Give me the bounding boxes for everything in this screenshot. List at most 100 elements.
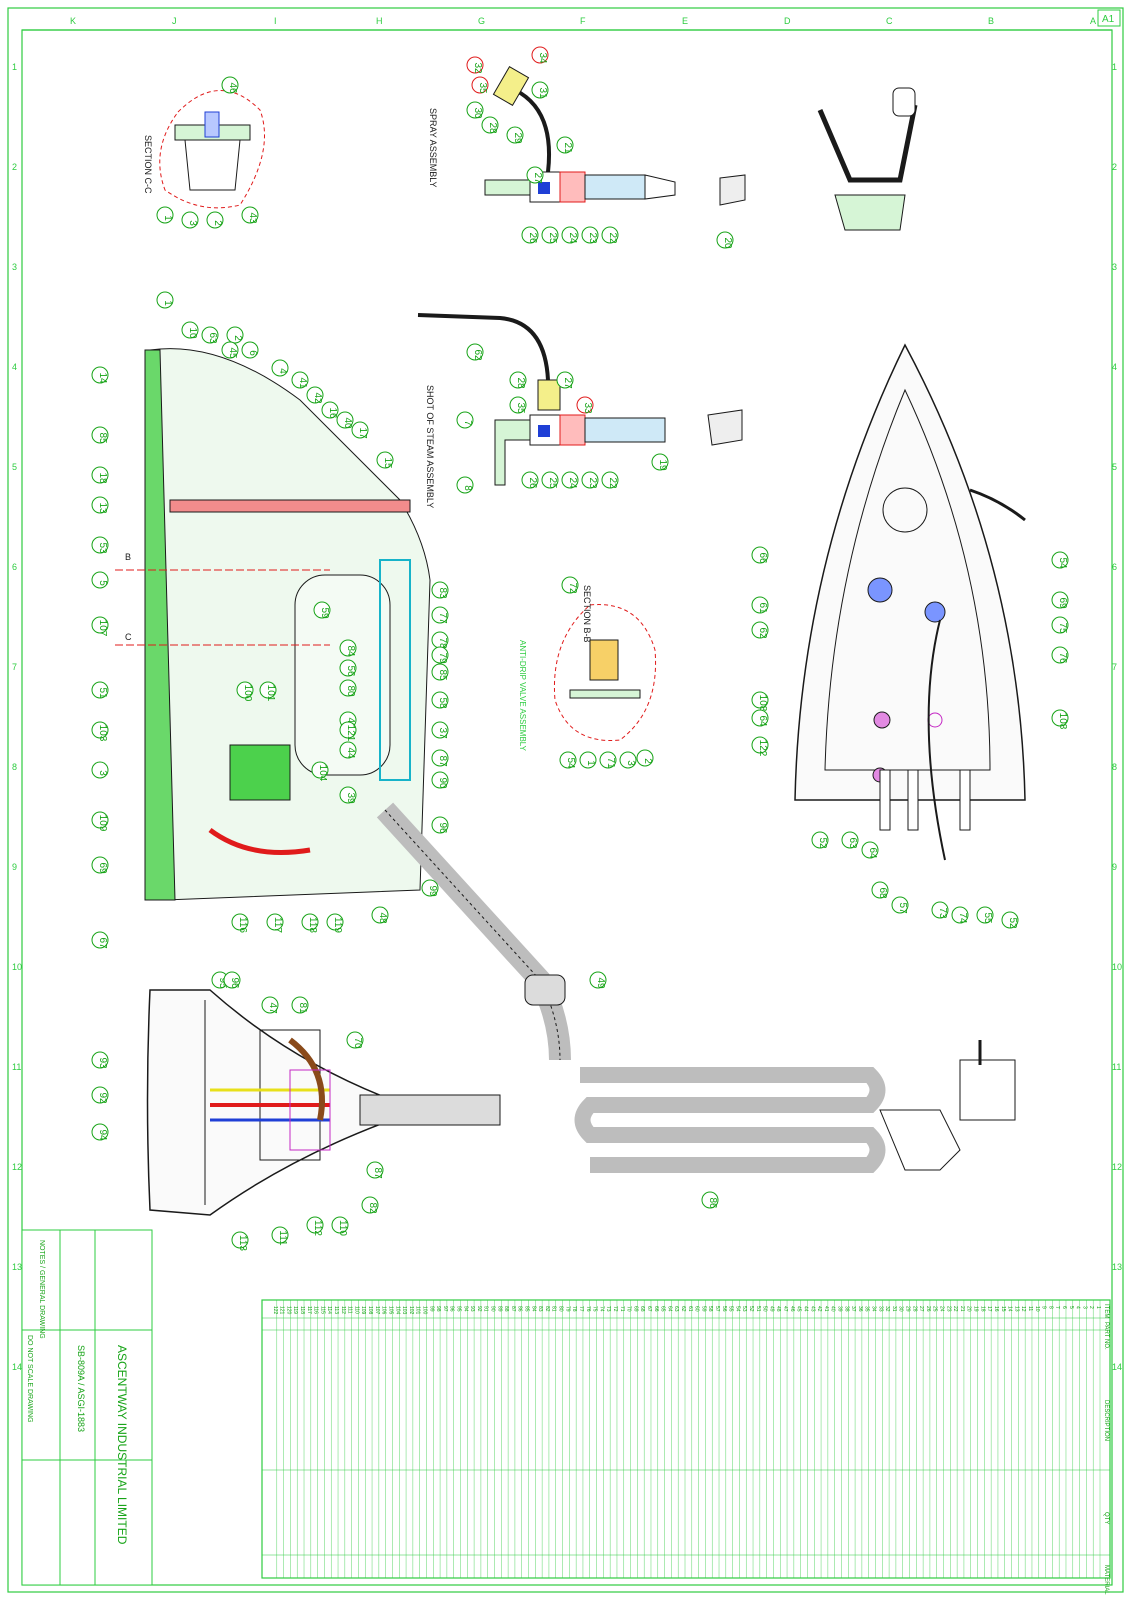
- svg-text:100: 100: [242, 685, 253, 702]
- callout-side_left-4: 4: [271, 359, 289, 377]
- parts-table-rows: 1234567891011121314151617181920212223242…: [262, 1300, 1110, 1578]
- parts-row-29: 29: [905, 1306, 911, 1312]
- callout-rear-113: 113: [231, 1231, 249, 1251]
- callout-shot-33: 33: [576, 396, 594, 414]
- callout-section_cc-1: 1: [156, 206, 174, 224]
- svg-text:62: 62: [757, 627, 768, 639]
- parts-row-37: 37: [850, 1306, 856, 1312]
- parts-row-120: 120: [285, 1306, 291, 1315]
- parts-row-85: 85: [524, 1306, 530, 1312]
- parts-row-14: 14: [1007, 1306, 1013, 1312]
- callout-sole-66: 66: [751, 546, 769, 564]
- parts-row-97: 97: [442, 1306, 448, 1312]
- frame-row-right-3: 3: [1112, 262, 1117, 272]
- parts-row-65: 65: [660, 1306, 666, 1312]
- callout-side_left-14: 14: [91, 366, 109, 384]
- parts-row-121: 121: [279, 1306, 285, 1315]
- parts-row-84: 84: [530, 1306, 536, 1312]
- parts-row-15: 15: [1000, 1306, 1006, 1312]
- svg-text:21: 21: [562, 142, 573, 154]
- callout-side_inner-56: 56: [339, 659, 357, 677]
- svg-text:64: 64: [757, 715, 768, 727]
- svg-text:95: 95: [217, 977, 228, 989]
- svg-text:104: 104: [317, 765, 328, 782]
- parts-list-table: 1234567891011121314151617181920212223242…: [261, 1299, 1111, 1595]
- soleplate-plan-view: [794, 343, 1026, 861]
- svg-text:52: 52: [1007, 917, 1018, 929]
- parts-row-113: 113: [333, 1306, 339, 1314]
- svg-text:112: 112: [312, 1220, 323, 1236]
- frame-row-right-9: 9: [1112, 862, 1117, 872]
- svg-text:85: 85: [437, 669, 448, 681]
- parts-row-117: 117: [306, 1306, 312, 1314]
- parts-row-54: 54: [734, 1306, 740, 1312]
- callout-rear-111: 111: [271, 1226, 289, 1246]
- callout-shot-22: 22: [601, 471, 619, 489]
- callout-sole-61: 61: [751, 596, 769, 614]
- parts-row-80: 80: [558, 1306, 564, 1312]
- svg-text:22: 22: [607, 232, 618, 244]
- frame-row-right-11: 11: [1112, 1062, 1121, 1072]
- parts-row-108: 108: [367, 1306, 373, 1315]
- parts-row-90: 90: [490, 1306, 496, 1312]
- parts-row-59: 59: [700, 1306, 706, 1312]
- svg-text:83: 83: [437, 587, 448, 599]
- svg-text:119: 119: [332, 917, 343, 933]
- svg-text:108: 108: [1057, 713, 1068, 730]
- anti-drip-title: ANTI-DRIP VALVE ASSEMBLY: [518, 640, 527, 752]
- svg-text:52: 52: [817, 837, 828, 849]
- svg-text:22: 22: [607, 477, 618, 489]
- svg-text:47: 47: [267, 1002, 278, 1014]
- svg-text:99: 99: [427, 885, 438, 897]
- svg-text:55: 55: [982, 912, 993, 924]
- callout-sole-57: 57: [891, 896, 909, 914]
- callout-shot-28: 28: [509, 371, 527, 389]
- parts-row-43: 43: [809, 1306, 815, 1312]
- svg-text:63: 63: [847, 837, 858, 849]
- svg-text:24: 24: [567, 477, 578, 489]
- parts-row-71: 71: [619, 1306, 625, 1312]
- parts-row-116: 116: [313, 1306, 319, 1314]
- callout-anti_drip-72: 72: [561, 576, 579, 594]
- parts-row-40: 40: [830, 1306, 836, 1312]
- svg-text:80: 80: [345, 685, 356, 697]
- section-cc-view: SECTION C-C: [143, 90, 265, 209]
- svg-text:3: 3: [625, 760, 636, 766]
- svg-text:61: 61: [757, 602, 768, 614]
- callout-sole-54: 54: [1051, 551, 1069, 569]
- svg-text:71: 71: [605, 757, 616, 769]
- callout-sole-64: 64: [751, 709, 769, 727]
- parts-header-0: ITEM: [1103, 1304, 1109, 1318]
- parts-row-19: 19: [973, 1306, 979, 1312]
- parts-row-44: 44: [802, 1306, 808, 1312]
- parts-row-76: 76: [585, 1306, 591, 1312]
- svg-text:87: 87: [372, 1167, 383, 1179]
- svg-text:44: 44: [345, 747, 356, 759]
- parts-row-68: 68: [639, 1306, 645, 1312]
- callout-side_inner-80: 80: [339, 679, 357, 697]
- parts-row-92: 92: [476, 1306, 482, 1312]
- parts-row-114: 114: [326, 1306, 332, 1314]
- callout-side_inner-121: 121: [339, 721, 357, 742]
- frame-letter-C: C: [886, 16, 893, 26]
- parts-row-47: 47: [782, 1306, 788, 1312]
- parts-row-86: 86: [517, 1306, 523, 1312]
- frame-row-right-2: 2: [1112, 162, 1117, 172]
- callout-anti_drip-54: 54: [559, 751, 577, 769]
- callout-sole-108: 108: [1051, 709, 1069, 730]
- svg-text:40: 40: [342, 417, 353, 429]
- parts-row-45: 45: [796, 1306, 802, 1312]
- parts-row-9: 9: [1041, 1306, 1047, 1309]
- svg-text:8: 8: [462, 485, 473, 491]
- parts-row-21: 21: [959, 1306, 965, 1312]
- svg-text:10: 10: [187, 327, 198, 339]
- callout-section_cc-2: 2: [206, 211, 224, 229]
- parts-row-50: 50: [762, 1306, 768, 1312]
- parts-row-3: 3: [1081, 1306, 1087, 1309]
- parts-row-64: 64: [666, 1306, 672, 1312]
- parts-row-77: 77: [578, 1306, 584, 1312]
- svg-text:24: 24: [567, 232, 578, 244]
- svg-text:69: 69: [97, 862, 108, 874]
- callout-anti_drip-3: 3: [619, 751, 637, 769]
